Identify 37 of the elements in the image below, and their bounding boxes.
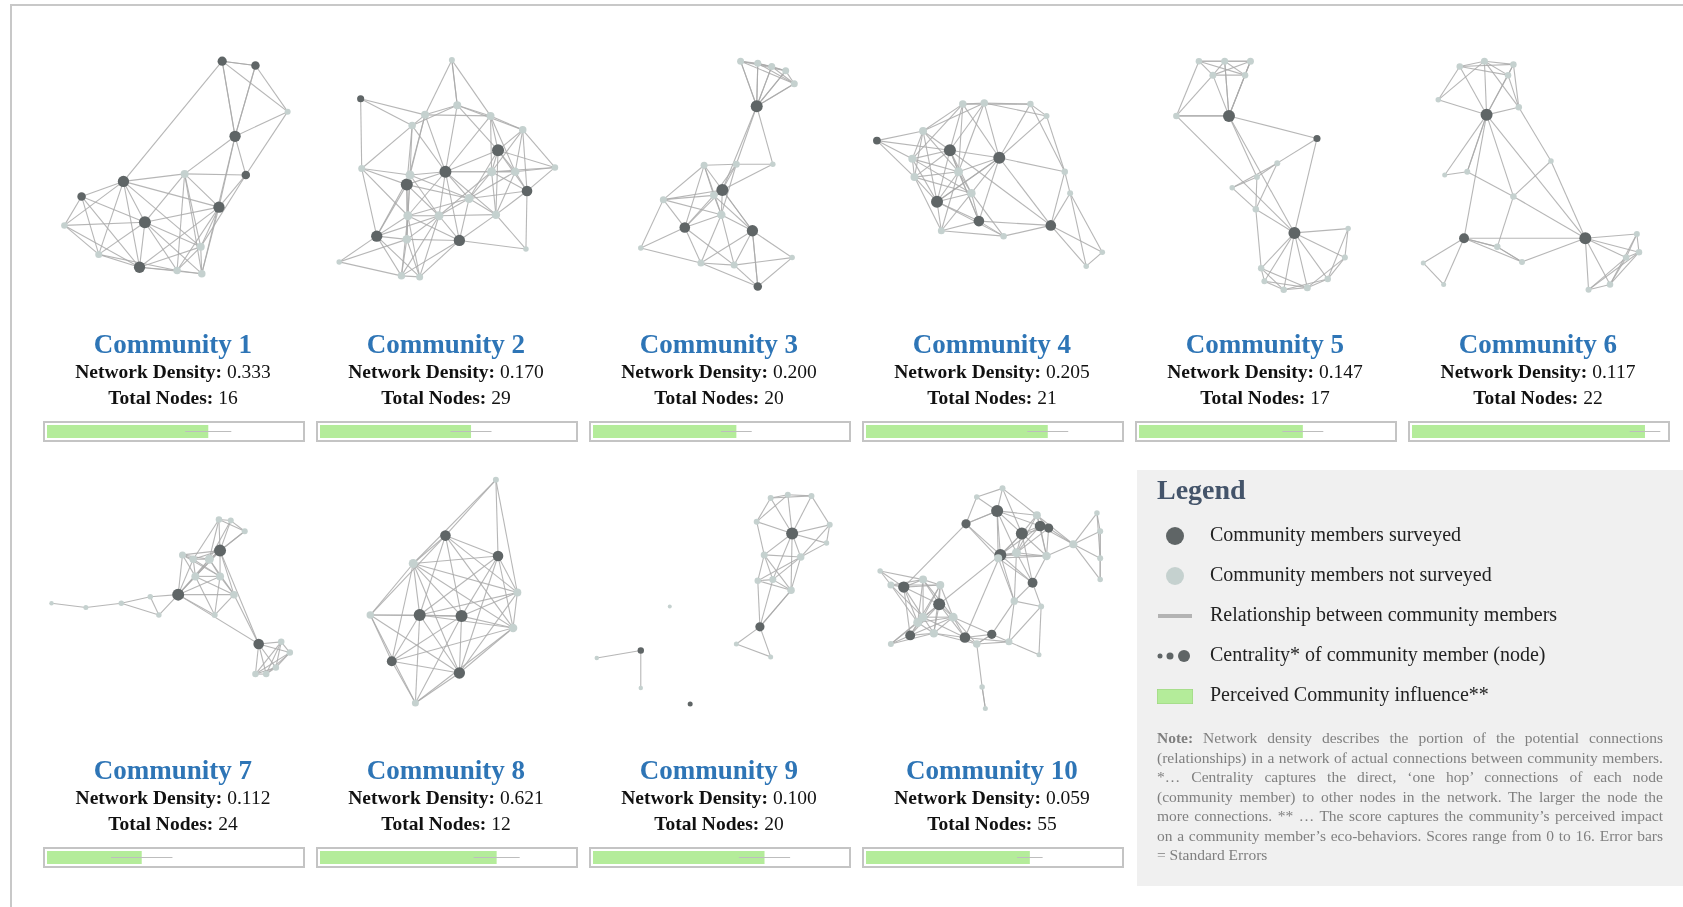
network-density: Network Density: 0.333 bbox=[74, 361, 272, 383]
community-title: Community 8 bbox=[365, 755, 527, 786]
community-title: Community 6 bbox=[1457, 329, 1619, 360]
total-nodes: Total Nodes: 21 bbox=[857, 387, 1127, 409]
total-nodes: Total Nodes: 29 bbox=[311, 387, 581, 409]
community-title: Community 2 bbox=[365, 329, 527, 360]
legend-label: Perceived Community influence** bbox=[1210, 683, 1489, 706]
total-nodes: Total Nodes: 16 bbox=[38, 387, 308, 409]
total-nodes: Total Nodes: 24 bbox=[38, 813, 308, 835]
network-density: Network Density: 0.621 bbox=[347, 787, 545, 809]
total-nodes: Total Nodes: 20 bbox=[584, 387, 854, 409]
network-density: Network Density: 0.170 bbox=[347, 361, 545, 383]
community-title: Community 1 bbox=[92, 329, 254, 360]
legend-title: Legend bbox=[1157, 474, 1246, 506]
legend-label: Relationship between community members bbox=[1210, 603, 1558, 626]
network-density: Network Density: 0.112 bbox=[74, 787, 272, 809]
network-density: Network Density: 0.100 bbox=[620, 787, 818, 809]
legend-label: Centrality* of community member (node) bbox=[1210, 643, 1546, 666]
legend-label: Community members not surveyed bbox=[1210, 563, 1492, 586]
community-title: Community 3 bbox=[638, 329, 800, 360]
network-density: Network Density: 0.147 bbox=[1166, 361, 1364, 383]
community-title: Community 7 bbox=[92, 755, 254, 786]
legend-label: Community members surveyed bbox=[1210, 523, 1462, 546]
total-nodes: Total Nodes: 22 bbox=[1403, 387, 1673, 409]
community-title: Community 9 bbox=[638, 755, 800, 786]
network-density: Network Density: 0.117 bbox=[1439, 361, 1637, 383]
total-nodes: Total Nodes: 20 bbox=[584, 813, 854, 835]
note-text: Note: Network density describes the portion of the potential connections (relationships) in a network of actual connections between community members. *… Centrality captures the direct, ‘one hop’ connections of each node (community member) to other nodes in the network. The larger the node the more connections. ** … The score captures the community’s perceived impact on a community member’s eco-behaviors. Scores range from 0 to 16. Error bars = Standard Errors bbox=[1157, 728, 1663, 865]
network-density: Network Density: 0.059 bbox=[893, 787, 1091, 809]
total-nodes: Total Nodes: 55 bbox=[857, 813, 1127, 835]
network-density: Network Density: 0.205 bbox=[893, 361, 1091, 383]
community-title: Community 4 bbox=[911, 329, 1073, 360]
community-title: Community 5 bbox=[1184, 329, 1346, 360]
network-density: Network Density: 0.200 bbox=[620, 361, 818, 383]
total-nodes: Total Nodes: 17 bbox=[1130, 387, 1400, 409]
total-nodes: Total Nodes: 12 bbox=[311, 813, 581, 835]
community-title: Community 10 bbox=[905, 755, 1079, 786]
